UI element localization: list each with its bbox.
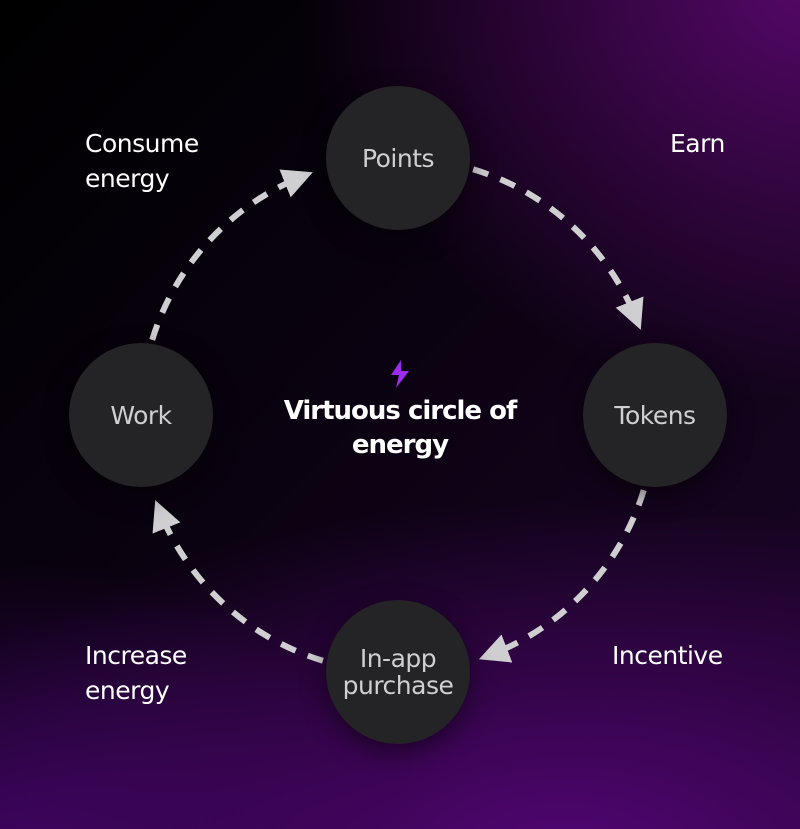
label-line: In-app [359,644,437,673]
arrow-points-to-tokens [472,166,644,330]
edge-label-earn: Earn [670,129,725,158]
arrow-tokens-to-in-app [478,489,647,663]
edge-label-incentive: Incentive [612,641,723,670]
node-tokens: Tokens [583,343,727,487]
label-line: purchase [342,671,454,700]
label-line: energy [85,676,170,705]
node-work: Work [69,343,213,487]
label-line: energy [85,164,170,193]
lightning-icon [391,360,409,388]
center-title-line1: Virtuous circle of [283,396,518,426]
label-line: Increase [85,641,187,670]
edge-label-increase-energy: Increase energy [85,638,187,708]
node-points-label: Points [361,143,435,173]
center-title-block: Virtuous circle of energy [250,360,550,462]
node-work-label: Work [110,400,172,430]
center-title-line2: energy [351,430,449,460]
node-points: Points [326,86,470,230]
edge-label-consume-energy: Consume energy [85,126,199,196]
arrow-in-app-to-work [152,500,324,664]
node-tokens-label: Tokens [614,400,696,430]
label-line: Consume [85,129,199,158]
arrow-work-to-points [149,169,313,341]
